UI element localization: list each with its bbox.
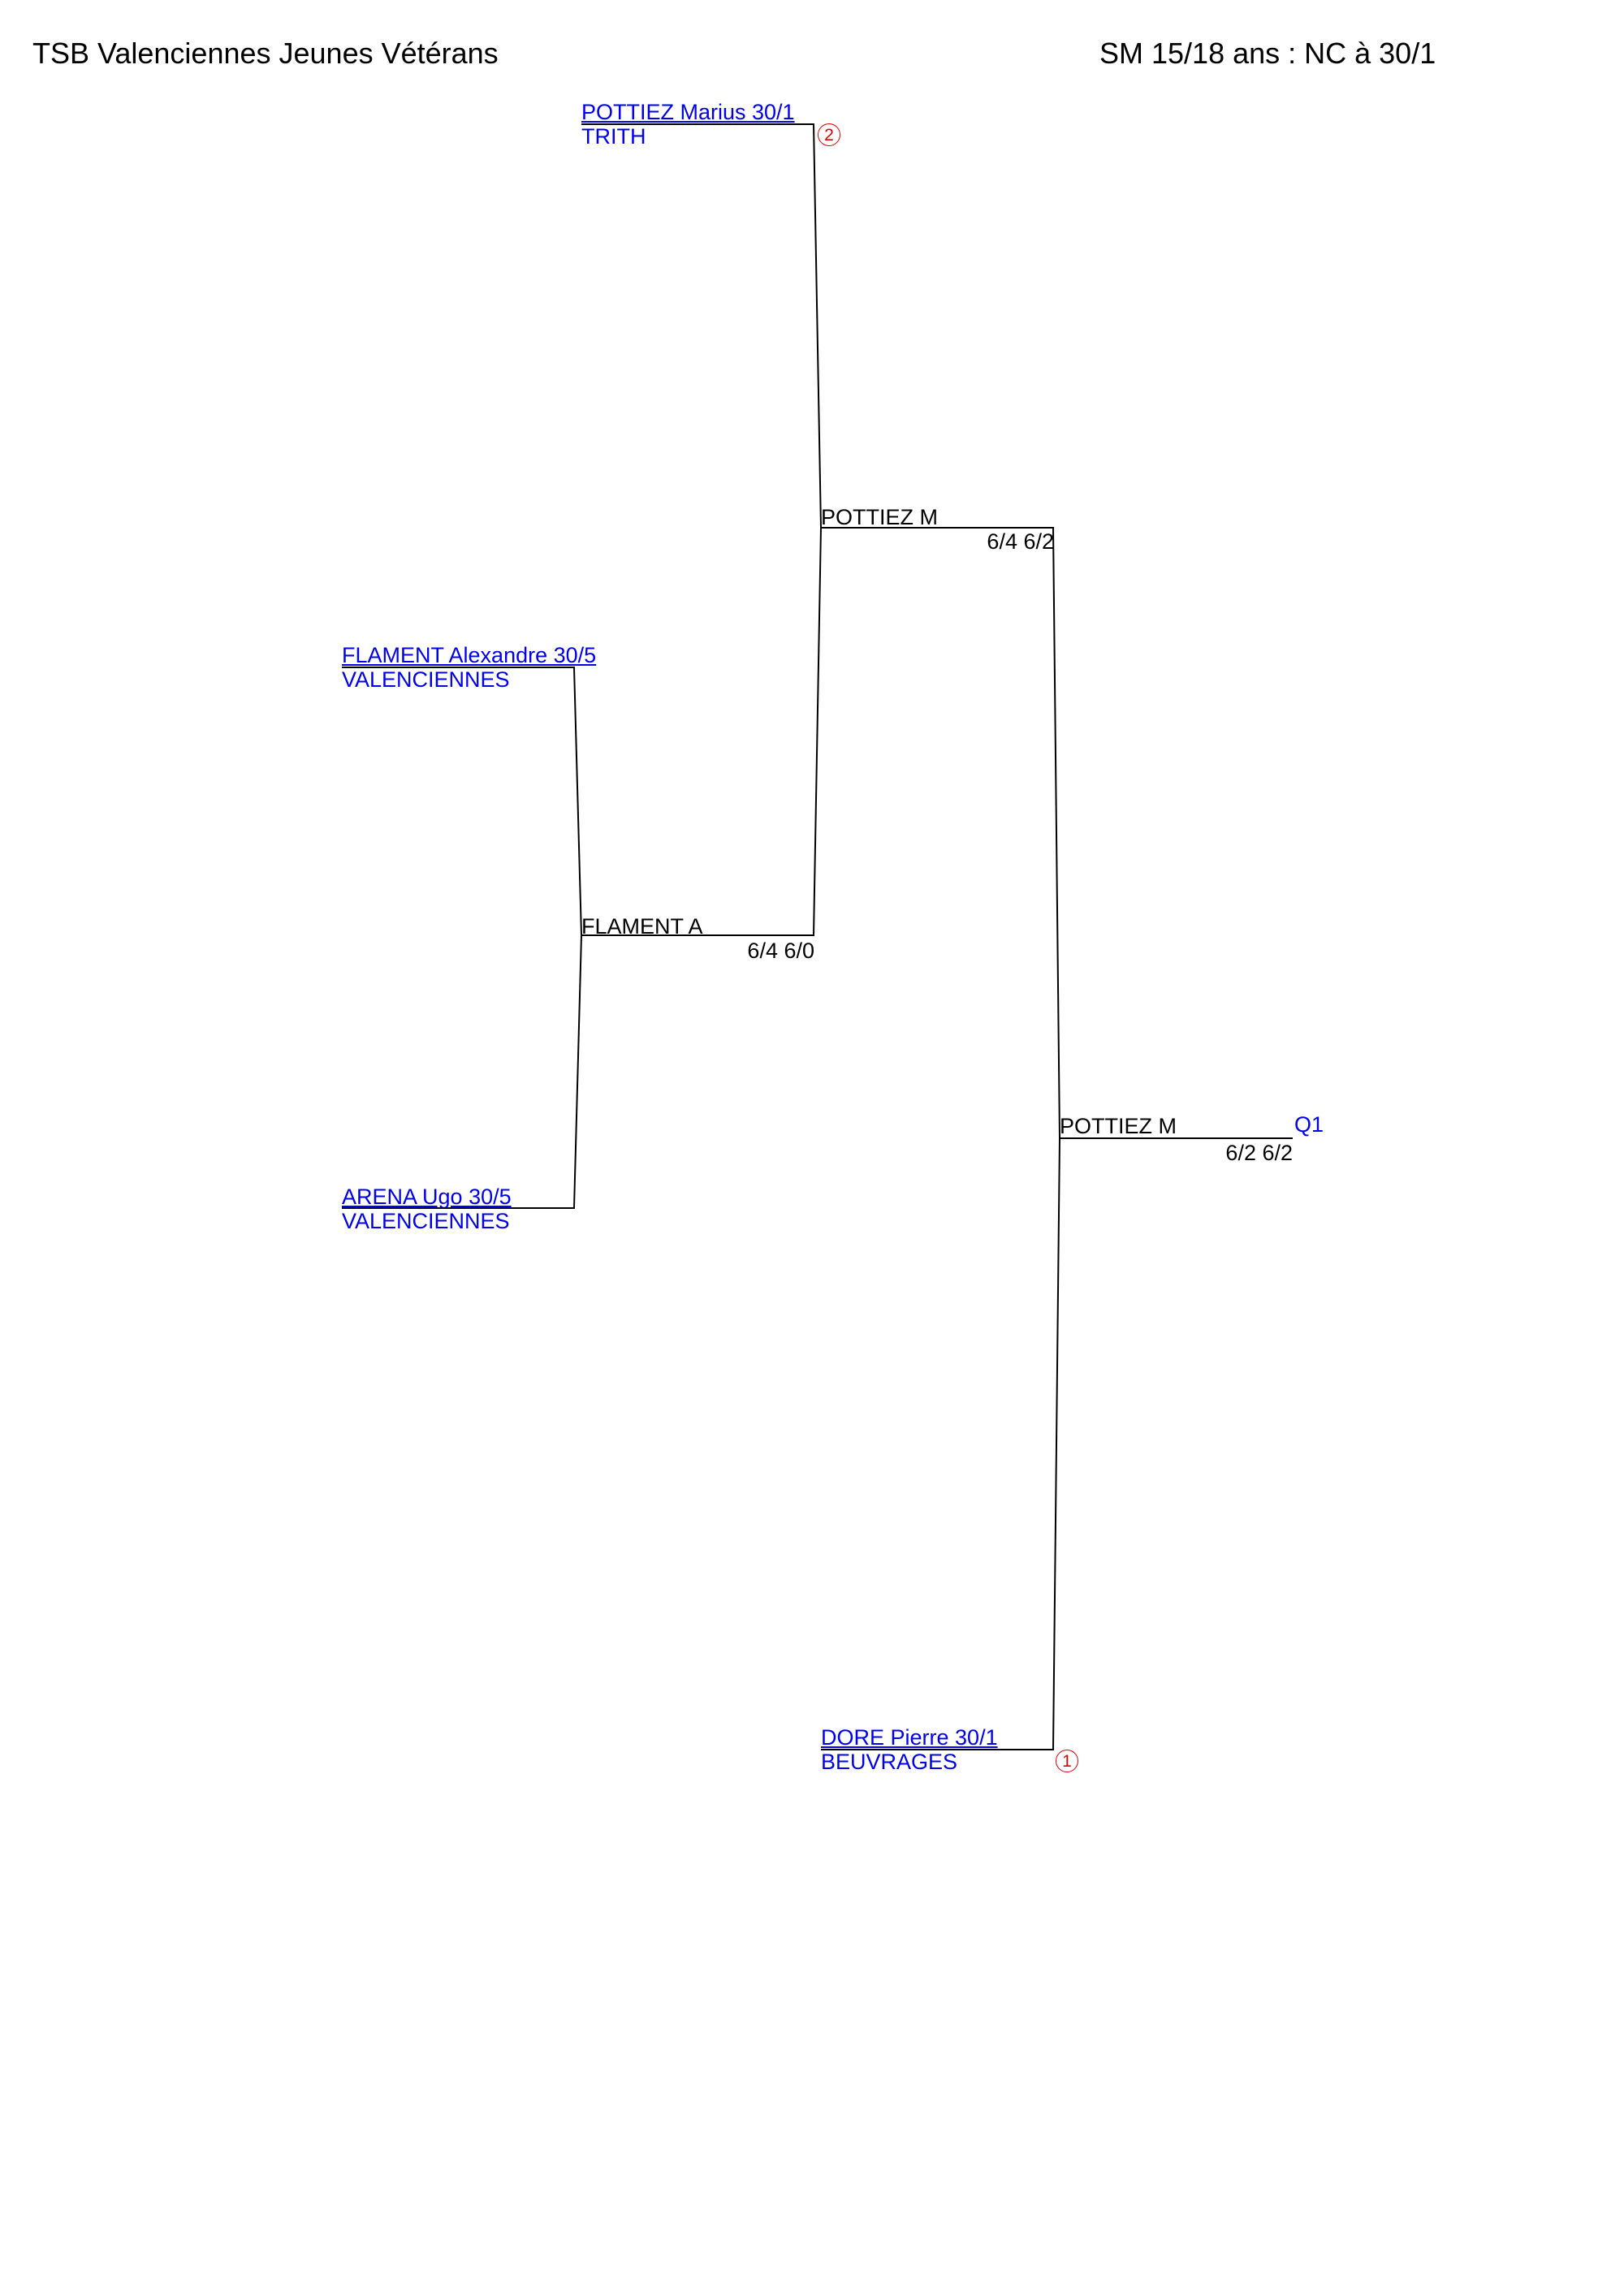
match-score: 6/4 6/2 [987,529,1054,554]
bracket-line [342,667,575,668]
match-score: 6/4 6/0 [747,939,814,963]
bracket-line [821,527,1054,529]
player-name-link[interactable]: DORE Pierre 30/1 [821,1725,998,1750]
player-name-link[interactable]: FLAMENT Alexandre 30/5 [342,643,597,667]
player-club: VALENCIENNES [342,667,510,692]
bracket-line [821,1749,1054,1750]
match-score: 6/2 6/2 [1225,1141,1293,1165]
seed-badge: 1 [1056,1750,1078,1772]
player-name-link[interactable]: POTTIEZ Marius 30/1 [581,100,795,124]
player-club: VALENCIENNES [342,1209,510,1233]
tournament-title: TSB Valenciennes Jeunes Vétérans [32,37,499,70]
connector-final-bottom [1052,1137,1060,1750]
qualifier-label: Q1 [1294,1112,1324,1137]
bracket-line [581,123,814,125]
connector-final-top [1052,527,1060,1139]
bracket-line [342,1207,575,1209]
player-name-link[interactable]: ARENA Ugo 30/5 [342,1185,512,1209]
connector-r2-top [813,123,822,529]
player-club: TRITH [581,124,646,149]
bracket-line [581,934,814,936]
seed-badge: 2 [818,123,840,146]
match-winner: POTTIEZ M [821,505,938,529]
connector-r2-bottom [813,527,822,936]
category-title: SM 15/18 ans : NC à 30/1 [1099,37,1436,70]
bracket-line [1060,1137,1293,1139]
connector-r1 [573,667,583,1209]
match-winner: POTTIEZ M [1060,1114,1177,1138]
player-club: BEUVRAGES [821,1750,958,1774]
